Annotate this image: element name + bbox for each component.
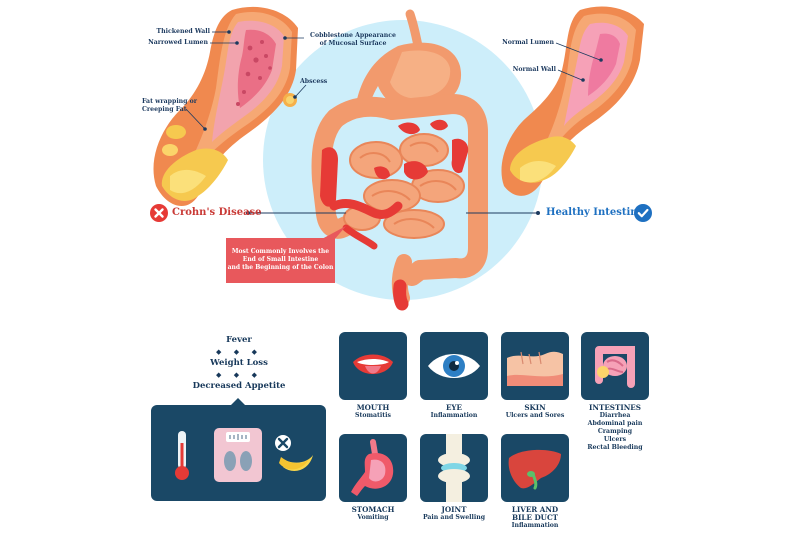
intestines-tile bbox=[581, 332, 649, 400]
thermometer-icon bbox=[175, 431, 189, 480]
symptom-weight-loss: Weight Loss bbox=[210, 358, 268, 368]
close-x-icon bbox=[150, 204, 168, 222]
digestive-tract-graphic bbox=[311, 9, 488, 311]
intestines-icon bbox=[595, 346, 635, 388]
weight-scale-icon bbox=[214, 428, 262, 482]
mouth-tile bbox=[339, 332, 407, 400]
general-symptoms-icons bbox=[151, 398, 326, 501]
check-icon bbox=[634, 204, 652, 222]
narrowed-lumen-label: Narrowed Lumen bbox=[148, 39, 208, 46]
mouth-icon bbox=[353, 354, 393, 374]
liver-tile bbox=[501, 434, 569, 502]
healthy-legend: Healthy Intestine bbox=[540, 204, 654, 222]
crohns-intestine-graphic bbox=[153, 6, 298, 207]
healthy-intestine-title: Healthy Intestine bbox=[546, 207, 644, 218]
normal-lumen-label: Normal Lumen bbox=[502, 39, 554, 46]
separator: ◆ ◆ ◆ bbox=[215, 370, 263, 379]
normal-wall-label: Normal Wall bbox=[512, 66, 556, 73]
symptom-fever: Fever bbox=[226, 335, 252, 345]
thickened-wall-label: Thickened Wall bbox=[156, 28, 210, 35]
general-symptoms-list: Fever ◆ ◆ ◆ Weight Loss ◆ ◆ ◆ Decreased … bbox=[190, 334, 288, 393]
stomach-icon bbox=[351, 439, 394, 496]
location-callout: Most Commonly Involves the End of Small … bbox=[226, 238, 335, 283]
crohns-disease-title: Crohn's Disease bbox=[172, 207, 262, 218]
cobblestone-label: Cobblestone Appearance of Mucosal Surfac… bbox=[310, 32, 396, 47]
eye-tile bbox=[420, 332, 488, 400]
abscess-label: Abscess bbox=[300, 78, 328, 85]
skin-icon bbox=[507, 351, 563, 386]
intestines-label: INTESTINES Diarrhea Abdominal pain Cramp… bbox=[587, 403, 643, 452]
separator: ◆ ◆ ◆ bbox=[215, 347, 263, 356]
joint-tile bbox=[420, 434, 488, 502]
eye-icon bbox=[428, 354, 480, 378]
symptom-decreased-appetite: Decreased Appetite bbox=[192, 381, 286, 391]
liver-icon bbox=[508, 449, 561, 490]
joint-icon bbox=[438, 434, 470, 502]
healthy-intestine-graphic bbox=[501, 6, 644, 196]
stomach-tile bbox=[339, 434, 407, 502]
fat-wrapping-label: Fat wrapping or Creeping Fat bbox=[142, 98, 198, 113]
liver-label: LIVER AND BILE DUCT Inflammation bbox=[511, 505, 559, 530]
no-food-icon bbox=[275, 435, 313, 471]
intestine-illustration bbox=[153, 6, 644, 311]
skin-tile bbox=[501, 332, 569, 400]
